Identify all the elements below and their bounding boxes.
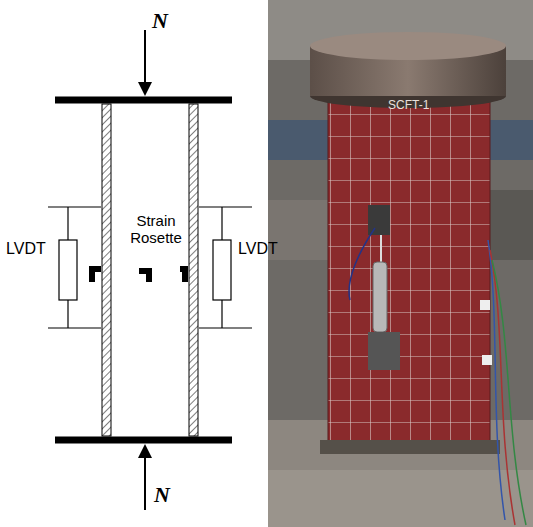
lvdt-label: LVDT — [6, 240, 46, 258]
lvdt-right — [199, 207, 252, 328]
rosette-label: Strain Rosette — [116, 212, 196, 246]
arrowhead — [138, 444, 152, 458]
column-specimen — [328, 92, 490, 450]
load-arrow — [144, 30, 146, 84]
load-arrow — [144, 456, 146, 510]
schematic — [48, 30, 252, 510]
lvdt-left — [48, 207, 101, 328]
wires — [349, 228, 526, 525]
arrowhead — [138, 82, 152, 96]
strain-rosette — [89, 266, 188, 282]
load-label: N — [154, 482, 170, 508]
top-plate — [55, 97, 232, 104]
lvdt-device — [368, 205, 400, 370]
photograph — [268, 0, 533, 527]
steel-tube-wall — [102, 104, 111, 436]
load-label: N — [152, 8, 168, 34]
bottom-plate — [55, 437, 232, 444]
specimen-label: SCFT-1 — [388, 98, 429, 112]
steel-tube-wall — [189, 104, 198, 436]
lvdt-label: LVDT — [238, 240, 278, 258]
